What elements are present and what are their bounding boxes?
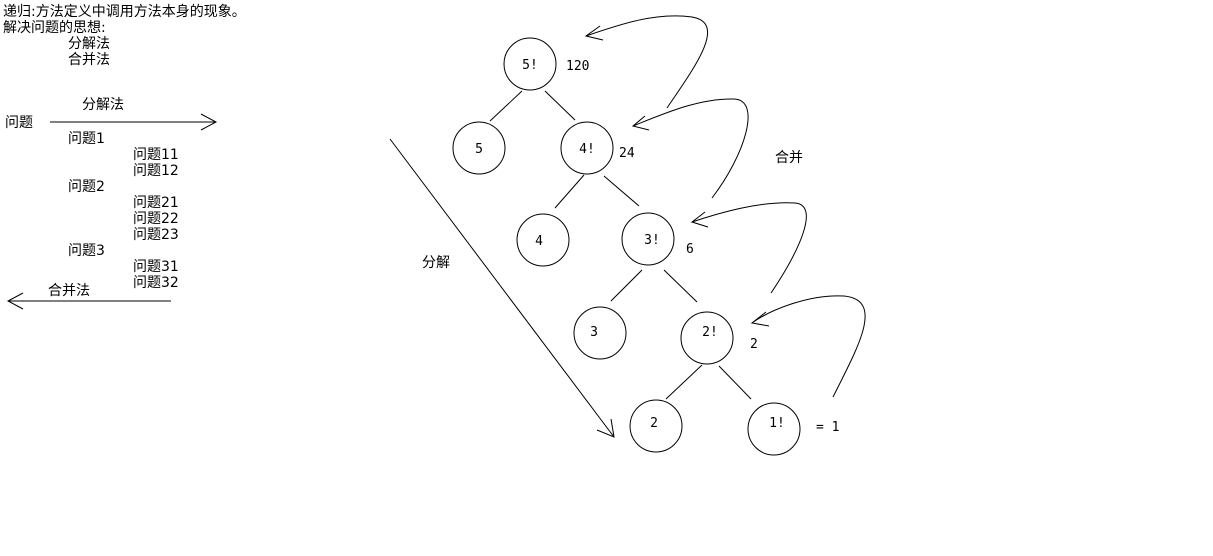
node-4 bbox=[516, 213, 570, 267]
combine-curve-2 bbox=[690, 202, 807, 294]
method-decompose: 分解法 bbox=[68, 36, 110, 52]
node-2 bbox=[629, 399, 683, 453]
result-label: = 1 bbox=[816, 420, 839, 435]
node-label: 3 bbox=[590, 325, 598, 340]
combine-curve-3 bbox=[631, 98, 749, 199]
node-label: 1! bbox=[769, 416, 785, 431]
node-4-factorial bbox=[560, 121, 614, 175]
combine-label: 合并 bbox=[775, 150, 803, 166]
idea-heading: 解决问题的思想: bbox=[3, 20, 106, 36]
node-label: 2 bbox=[650, 416, 658, 431]
decompose-label: 分解 bbox=[422, 255, 450, 271]
tree-decompose-arrow bbox=[389, 138, 615, 438]
result-label: 24 bbox=[619, 146, 635, 161]
subproblem-1: 问题1 bbox=[68, 131, 105, 147]
combine-arrow-label: 合并法 bbox=[48, 283, 90, 299]
combine-curve-4 bbox=[584, 15, 709, 109]
result-label: 2 bbox=[750, 337, 758, 352]
leaf-problem: 问题21 bbox=[133, 195, 179, 211]
leaf-problem: 问题23 bbox=[133, 227, 179, 243]
node-label: 5 bbox=[475, 142, 483, 157]
decompose-arrow-label: 分解法 bbox=[82, 97, 124, 113]
combine-arrow bbox=[6, 292, 171, 310]
combine-curve-1 bbox=[750, 295, 866, 398]
leaf-problem: 问题22 bbox=[133, 211, 179, 227]
node-5-factorial bbox=[503, 37, 557, 91]
node-5 bbox=[452, 121, 506, 175]
node-3-factorial bbox=[621, 212, 675, 266]
node-label: 4 bbox=[535, 234, 543, 249]
method-combine: 合并法 bbox=[68, 52, 110, 68]
decompose-arrow bbox=[50, 113, 218, 131]
leaf-problem: 问题31 bbox=[133, 259, 179, 275]
subproblem-3: 问题3 bbox=[68, 243, 105, 259]
node-1-factorial bbox=[747, 402, 801, 456]
node-label: 2! bbox=[702, 325, 718, 340]
result-label: 6 bbox=[686, 242, 694, 257]
node-label: 4! bbox=[579, 142, 595, 157]
subproblem-2: 问题2 bbox=[68, 179, 105, 195]
tree-edges bbox=[489, 90, 752, 400]
leaf-problem: 问题32 bbox=[133, 275, 179, 291]
definition-text: 递归:方法定义中调用方法本身的现象。 bbox=[3, 4, 246, 20]
node-3 bbox=[573, 306, 627, 360]
leaf-problem: 问题12 bbox=[133, 163, 179, 179]
problem-root: 问题 bbox=[5, 115, 33, 131]
node-label: 5! bbox=[522, 58, 538, 73]
result-label: 120 bbox=[566, 59, 589, 74]
leaf-problem: 问题11 bbox=[133, 147, 179, 163]
node-2-factorial bbox=[680, 311, 734, 365]
node-label: 3! bbox=[644, 233, 660, 248]
